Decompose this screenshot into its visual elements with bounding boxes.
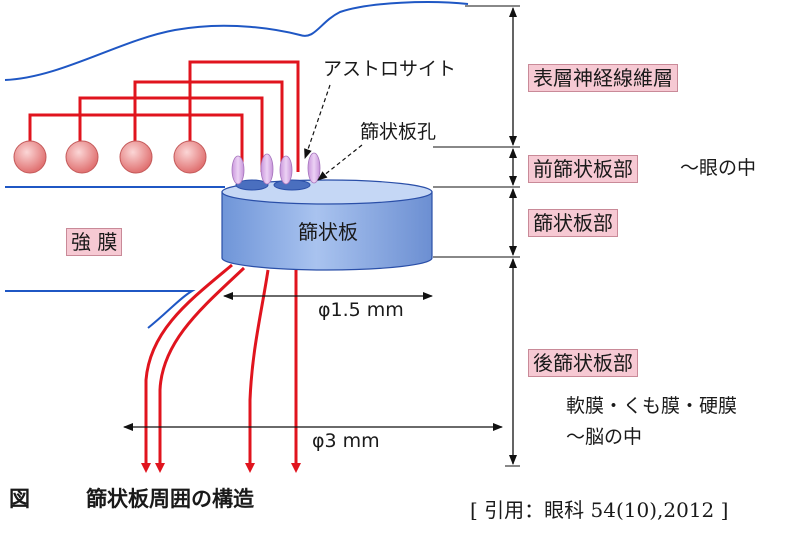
ganglion-cell-body bbox=[65, 140, 99, 174]
region-prelaminar-note: ～眼の中 bbox=[680, 157, 757, 179]
region-laminar: 篩状板部 bbox=[528, 209, 618, 237]
astrocyte-label: アストロサイト bbox=[323, 58, 457, 80]
axon-path-2 bbox=[78, 96, 264, 172]
astrocyte-pointer bbox=[304, 84, 331, 159]
axon-exit-1 bbox=[141, 263, 233, 473]
citation: [ 引用：眼科 54(10),2012 ] bbox=[470, 498, 729, 522]
figure-label: 図 bbox=[9, 487, 30, 511]
ganglion-cell-body bbox=[173, 140, 207, 174]
lamina-pore bbox=[235, 179, 269, 191]
region-retrolaminar-note-2: ～脳の中 bbox=[566, 426, 643, 448]
figure-title: 篩状板周囲の構造 bbox=[86, 487, 254, 511]
cylinder-body bbox=[221, 191, 433, 271]
region-prelaminar: 前篩状板部 bbox=[528, 155, 638, 183]
ganglion-cell-body bbox=[119, 140, 153, 174]
lamina-pore bbox=[273, 179, 311, 191]
region-retrolaminar: 後篩状板部 bbox=[528, 349, 638, 377]
lamina-cribrosa-cylinder bbox=[221, 179, 433, 271]
pore-pointer bbox=[317, 144, 363, 181]
astrocyte-cell bbox=[231, 155, 245, 185]
astrocyte-cell bbox=[307, 152, 321, 184]
lower-axons bbox=[141, 263, 301, 473]
ganglion-cells bbox=[13, 140, 207, 174]
diameter-large-label: φ3 mm bbox=[312, 430, 380, 452]
astrocyte-cell bbox=[279, 155, 293, 185]
region-surface-nerve-fiber-layer: 表層神経線維層 bbox=[528, 64, 678, 92]
region-retrolaminar-note-1: 軟膜・くも膜・硬膜 bbox=[566, 395, 738, 417]
axon-exit-2 bbox=[155, 266, 246, 473]
lamina-disc-label: 篩状板 bbox=[298, 220, 358, 244]
sclera-lower-line bbox=[5, 290, 196, 329]
diameter-small-label: φ1.5 mm bbox=[318, 299, 404, 321]
astrocyte-cell bbox=[260, 153, 274, 185]
axon-exit-3 bbox=[245, 269, 270, 473]
upper-axons bbox=[28, 60, 300, 172]
lamina-pore-label: 篩状板孔 bbox=[360, 121, 437, 143]
axon-path-3 bbox=[133, 80, 284, 172]
axon-path-4 bbox=[188, 60, 300, 172]
astrocytes bbox=[231, 152, 321, 185]
sclera-label: 強 膜 bbox=[66, 228, 123, 256]
retina-surface-line bbox=[4, 1, 469, 81]
ganglion-cell-body bbox=[13, 140, 47, 174]
